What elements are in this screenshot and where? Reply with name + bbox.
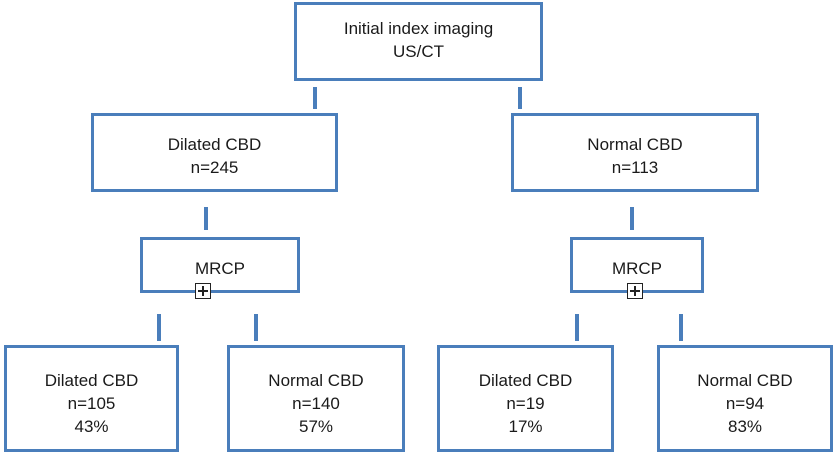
- outcome-right-normal: Normal CBD n=94 83%: [657, 345, 833, 452]
- outcome-percent: 43%: [74, 417, 109, 436]
- outcome-label: Dilated CBD: [478, 371, 573, 390]
- root-subtitle: US/CT: [393, 42, 444, 61]
- outcome-count: n=140: [292, 394, 340, 413]
- outcome-count: n=105: [67, 394, 116, 413]
- mrcp-left-label: MRCP: [194, 259, 246, 278]
- outcome-label: Normal CBD: [697, 371, 793, 390]
- outcome-percent: 17%: [508, 417, 543, 436]
- connector-root-right: [518, 87, 522, 109]
- outcome-count: n=19: [506, 394, 545, 413]
- outcome-count: n=94: [725, 394, 765, 413]
- connector-right-normal: [679, 314, 683, 341]
- connector-left-normal: [254, 314, 258, 341]
- outcome-left-normal: Normal CBD n=140 57%: [227, 345, 405, 452]
- outcome-label: Dilated CBD: [44, 371, 139, 390]
- mrcp-node-left: MRCP: [140, 237, 300, 293]
- connector-left-dilated: [157, 314, 161, 341]
- root-node: Initial index imaging US/CT: [294, 2, 543, 81]
- connector-right-mrcp: [630, 207, 634, 230]
- node-dilated-cbd-count: n=245: [190, 158, 239, 177]
- outcome-right-dilated: Dilated CBD n=19 17%: [437, 345, 614, 452]
- node-normal-cbd-count: n=113: [611, 158, 659, 177]
- outcome-percent: 57%: [298, 417, 334, 436]
- node-dilated-cbd-label: Dilated CBD: [167, 135, 262, 154]
- connector-right-dilated: [575, 314, 579, 341]
- node-normal-cbd-label: Normal CBD: [587, 135, 683, 154]
- plus-box-icon[interactable]: [627, 283, 643, 299]
- node-dilated-cbd: Dilated CBD n=245: [91, 113, 338, 192]
- connector-left-mrcp: [204, 207, 208, 230]
- outcome-label: Normal CBD: [268, 371, 364, 390]
- connector-root-left: [313, 87, 317, 109]
- node-normal-cbd: Normal CBD n=113: [511, 113, 759, 192]
- root-title: Initial index imaging: [343, 19, 494, 38]
- mrcp-right-label: MRCP: [611, 259, 663, 278]
- outcome-percent: 83%: [727, 417, 763, 436]
- plus-box-icon[interactable]: [195, 283, 211, 299]
- outcome-left-dilated: Dilated CBD n=105 43%: [4, 345, 179, 452]
